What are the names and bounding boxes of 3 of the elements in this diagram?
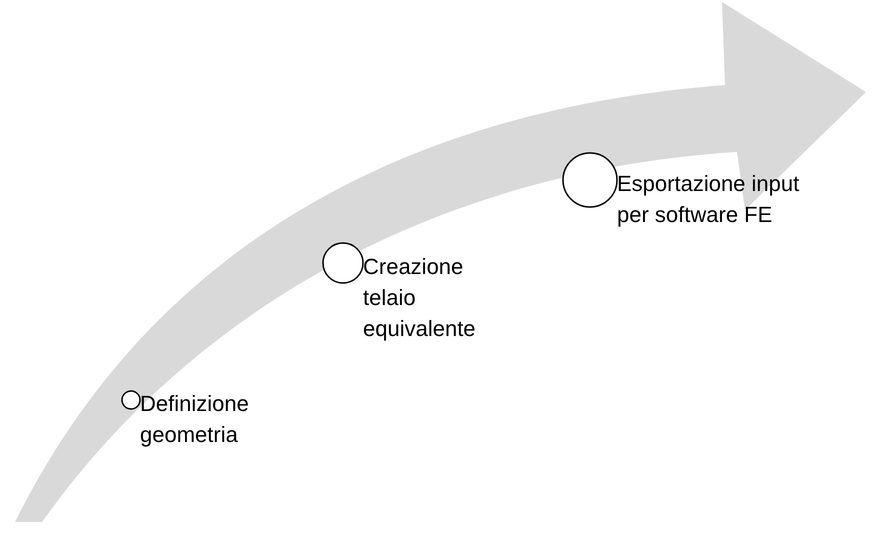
step-label: Esportazione input per software FE [617,170,800,229]
step-label: Definizione geometria [140,390,250,449]
step-label: Creazione telaio equivalente [363,253,477,343]
